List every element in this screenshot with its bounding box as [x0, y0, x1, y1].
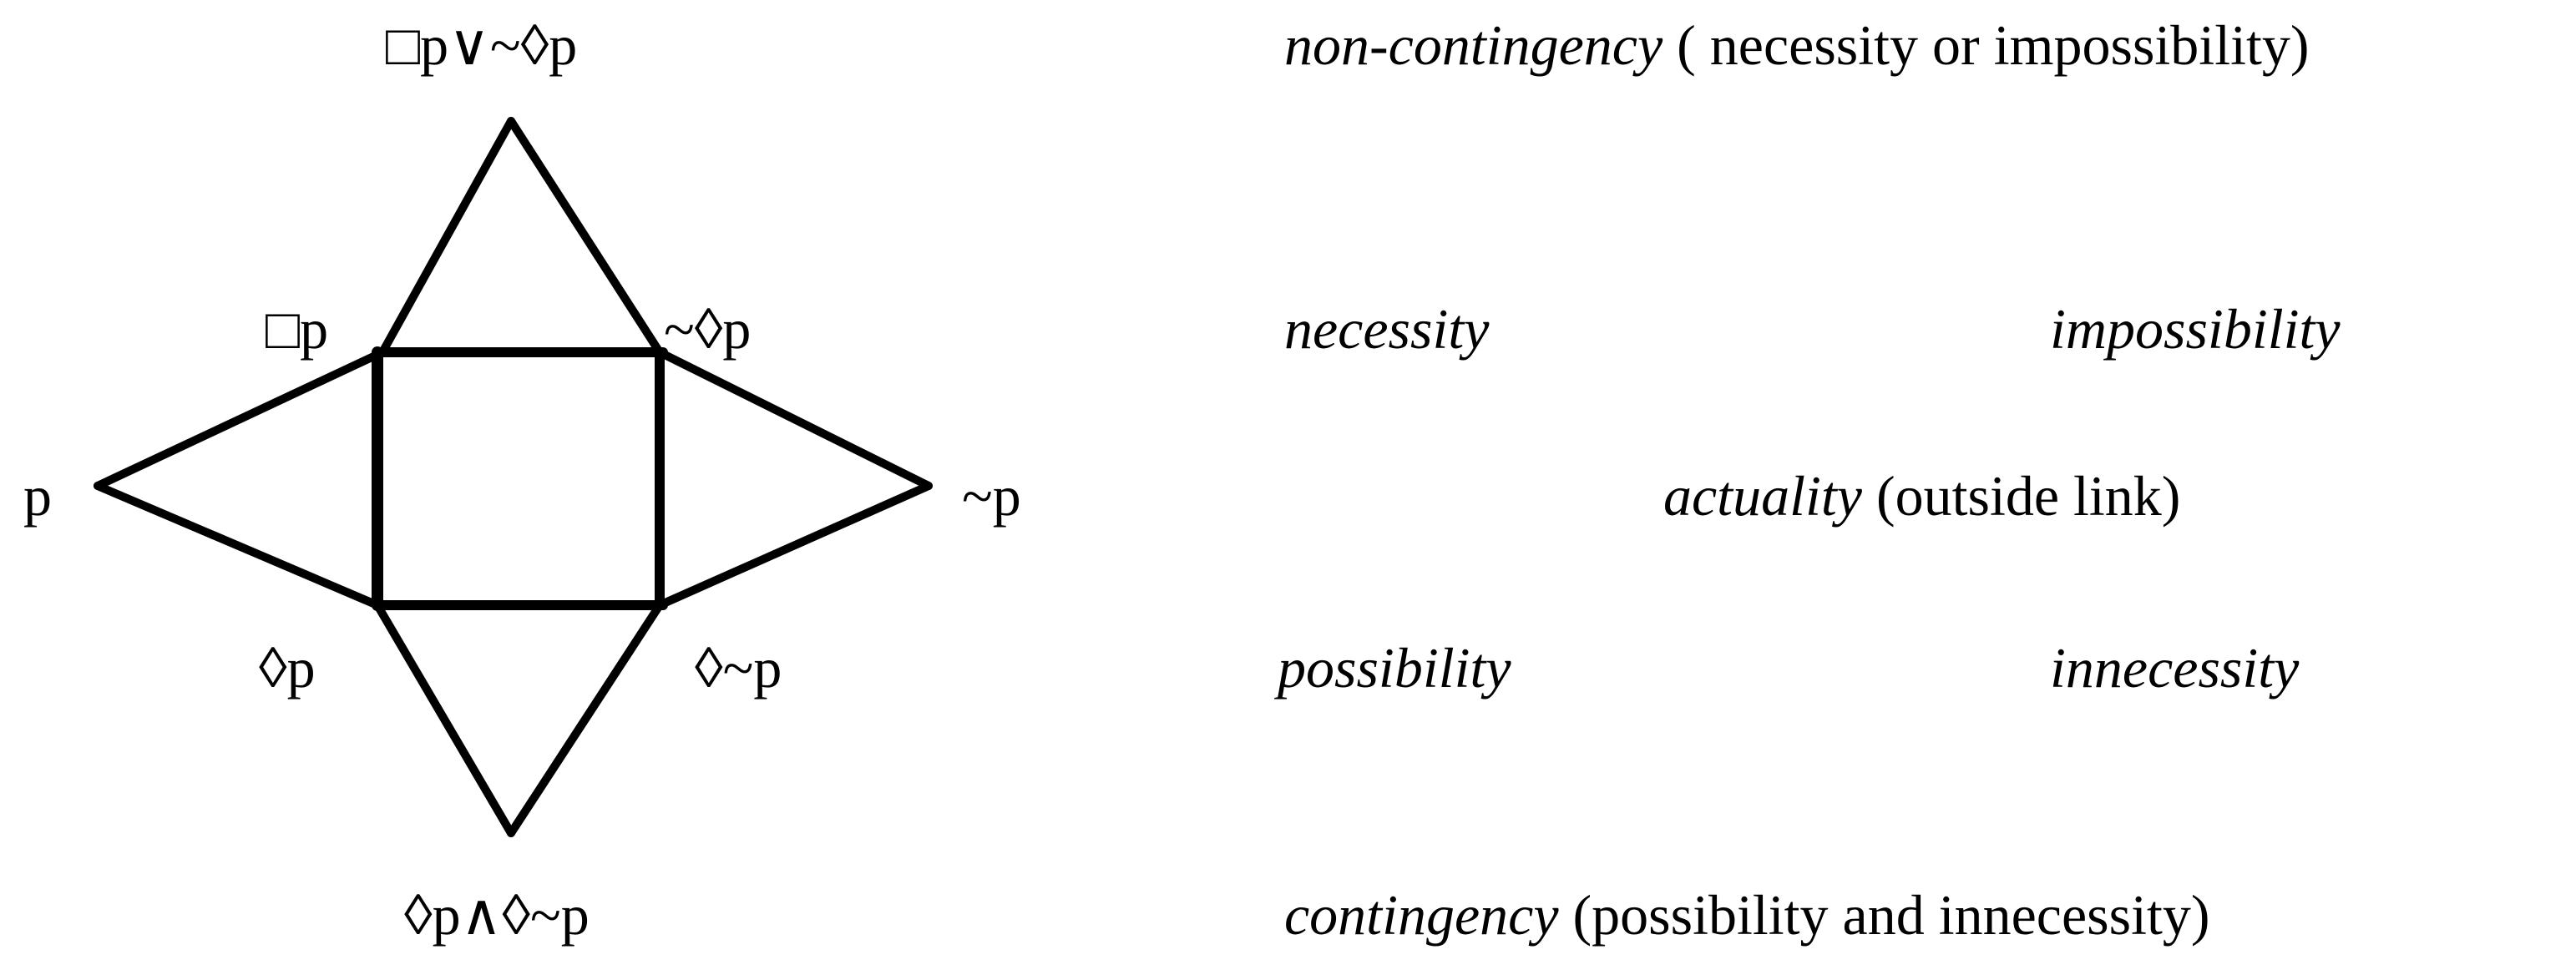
- node-label-impossibility: ~◊p: [664, 297, 752, 361]
- legend-term: necessity: [1284, 297, 1490, 361]
- node-label-p: p: [23, 464, 52, 528]
- legend-term: innecessity: [2050, 636, 2300, 700]
- node-label-innecessity: ◊~p: [695, 636, 782, 700]
- legend-term: non-contingency: [1284, 13, 1663, 77]
- legend-necessity: necessity: [1284, 301, 1489, 357]
- legend-possibility: possibility: [1278, 639, 1511, 696]
- legend-contingency: contingency (possibility and innecessity…: [1284, 887, 2210, 943]
- legend-term: possibility: [1278, 636, 1511, 700]
- legend-term: actuality: [1663, 464, 1862, 528]
- legend-term: contingency: [1284, 883, 1559, 947]
- edge-left-upper: [94, 348, 387, 490]
- edge-top-left: [378, 117, 515, 356]
- legend-gloss: (possibility and innecessity): [1572, 883, 2210, 947]
- node-label-not-p: ~p: [962, 464, 1021, 528]
- legend-actuality: actuality (outside link): [1663, 467, 2180, 524]
- edge-right-lower: [655, 482, 933, 609]
- edge-right-upper: [655, 348, 933, 490]
- legend-term: impossibility: [2050, 297, 2341, 361]
- node-label-necessity: □p: [266, 297, 329, 361]
- edge-top-right: [507, 117, 664, 356]
- edge-left-lower: [94, 482, 382, 609]
- node-label-contingency: ◊p∧◊~p: [404, 883, 590, 947]
- legend-gloss: ( necessity or impossibility): [1677, 13, 2310, 77]
- edge-bottom-left: [373, 601, 515, 837]
- edge-bottom-right: [507, 601, 664, 837]
- node-label-possibility: ◊p: [259, 636, 316, 700]
- legend-non-contingency: non-contingency ( necessity or impossibi…: [1284, 17, 2310, 73]
- modal-octagon-diagram: □p∨~◊p □p ~◊p p ~p ◊p ◊~p ◊p∧◊~p: [0, 0, 1086, 980]
- node-label-non-contingency: □p∨~◊p: [386, 13, 578, 77]
- diagram-lines: [94, 117, 933, 837]
- legend-impossibility: impossibility: [2050, 301, 2341, 357]
- legend-innecessity: innecessity: [2050, 639, 2299, 696]
- legend-gloss: (outside link): [1875, 464, 2181, 528]
